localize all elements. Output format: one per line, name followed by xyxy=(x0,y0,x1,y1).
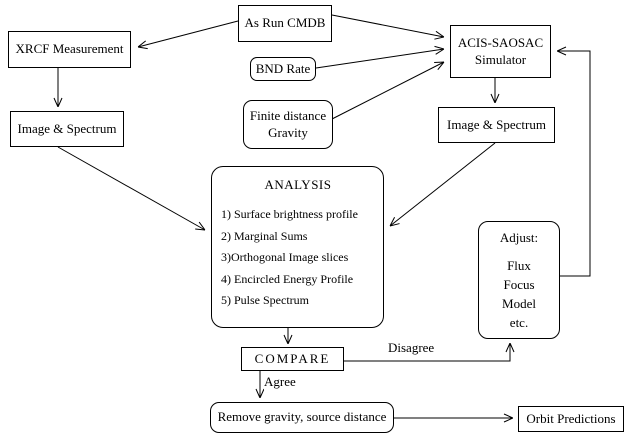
adjust-item-etc: etc. xyxy=(509,315,529,330)
box-compare-label: COMPARE xyxy=(254,350,331,366)
edge-label-agree: Agree xyxy=(264,374,296,390)
box-finite-distance-line2: Gravity xyxy=(268,124,308,140)
box-analysis: ANALYSIS 1) Surface brightness profile 2… xyxy=(211,166,384,328)
box-as-run-cmdb-label: As Run CMDB xyxy=(244,15,326,31)
box-image-spectrum-left-label: Image & Spectrum xyxy=(17,120,117,136)
box-remove-gravity: Remove gravity, source distance xyxy=(210,402,394,433)
adjust-item-model: Model xyxy=(502,296,536,311)
adjust-title: Adjust: xyxy=(499,230,539,245)
edge-compare-disagree-to-adjust xyxy=(343,343,510,362)
box-adjust: Adjust: Flux Focus Model etc. xyxy=(478,221,560,339)
box-acis-line2: Simulator xyxy=(474,51,527,67)
analysis-title: ANALYSIS xyxy=(264,177,332,192)
box-bnd-rate-label: BND Rate xyxy=(255,60,311,76)
box-xrcf-measurement-label: XRCF Measurement xyxy=(15,41,124,57)
box-image-spectrum-left: Image & Spectrum xyxy=(10,111,124,147)
analysis-item-5: 5) Pulse Spectrum xyxy=(221,293,309,307)
analysis-item-1: 1) Surface brightness profile xyxy=(221,207,358,221)
edge-image-right-to-analysis xyxy=(390,142,496,226)
edge-image-left-to-analysis xyxy=(57,146,205,230)
box-finite-distance-gravity: Finite distance Gravity xyxy=(243,100,333,149)
box-image-spectrum-right: Image & Spectrum xyxy=(438,107,555,143)
edge-bndrate-to-acis xyxy=(315,49,444,69)
box-image-spectrum-right-label: Image & Spectrum xyxy=(447,116,546,132)
analysis-item-3: 3)Orthogonal Image slices xyxy=(221,250,349,264)
analysis-item-4: 4) Encircled Energy Profile xyxy=(221,271,354,286)
box-finite-distance-line1: Finite distance xyxy=(249,108,327,124)
adjust-item-flux: Flux xyxy=(507,258,531,273)
edge-adjust-to-acis-feedback xyxy=(557,51,591,277)
box-as-run-cmdb: As Run CMDB xyxy=(238,5,332,42)
box-xrcf-measurement: XRCF Measurement xyxy=(8,31,131,68)
box-orbit-predictions: Orbit Predictions xyxy=(518,406,624,432)
box-acis-saosac-simulator: ACIS-SAOSAC Simulator xyxy=(450,25,551,78)
box-orbit-predictions-label: Orbit Predictions xyxy=(526,410,616,426)
edge-finite-to-acis xyxy=(331,62,444,120)
analysis-item-2: 2) Marginal Sums xyxy=(221,228,308,243)
edge-cmdb-to-xrcf xyxy=(138,20,239,47)
box-compare: COMPARE xyxy=(241,347,344,371)
edge-label-disagree: Disagree xyxy=(388,340,435,356)
edge-cmdb-to-acis xyxy=(331,14,444,37)
adjust-item-focus: Focus xyxy=(503,277,535,292)
box-acis-line1: ACIS-SAOSAC xyxy=(457,35,544,51)
box-remove-gravity-label: Remove gravity, source distance xyxy=(217,409,387,425)
box-bnd-rate: BND Rate xyxy=(250,57,316,81)
